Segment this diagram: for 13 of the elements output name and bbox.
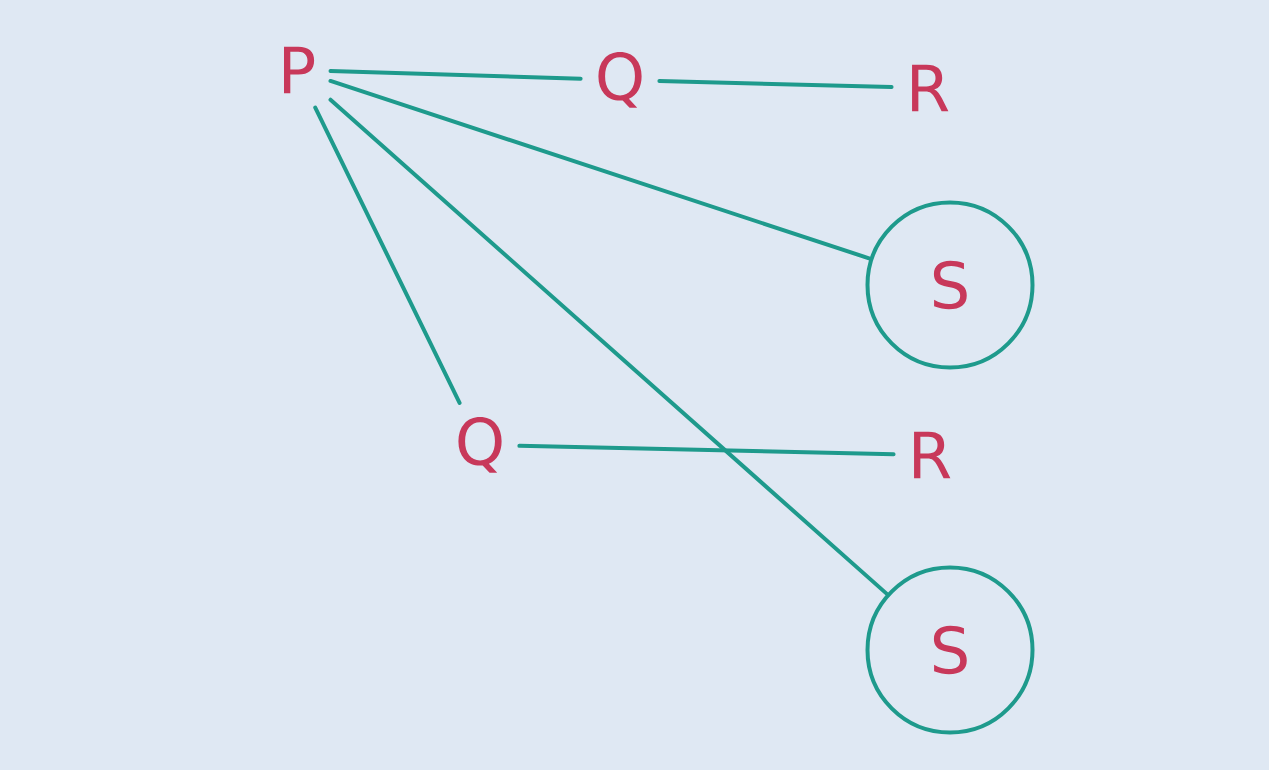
connector-line bbox=[328, 97, 889, 596]
letter: Q bbox=[598, 52, 642, 108]
connector-line bbox=[328, 78, 872, 261]
letter: R bbox=[912, 64, 949, 112]
circled-letter: S bbox=[865, 200, 1035, 370]
connector-line bbox=[328, 69, 583, 81]
letter: Q bbox=[458, 417, 502, 473]
letter: P bbox=[284, 46, 315, 94]
connector-line bbox=[313, 105, 462, 405]
letter: R bbox=[914, 431, 951, 479]
circled-letter: S bbox=[865, 565, 1035, 735]
connector-line bbox=[657, 79, 894, 90]
connector-line bbox=[517, 443, 896, 457]
